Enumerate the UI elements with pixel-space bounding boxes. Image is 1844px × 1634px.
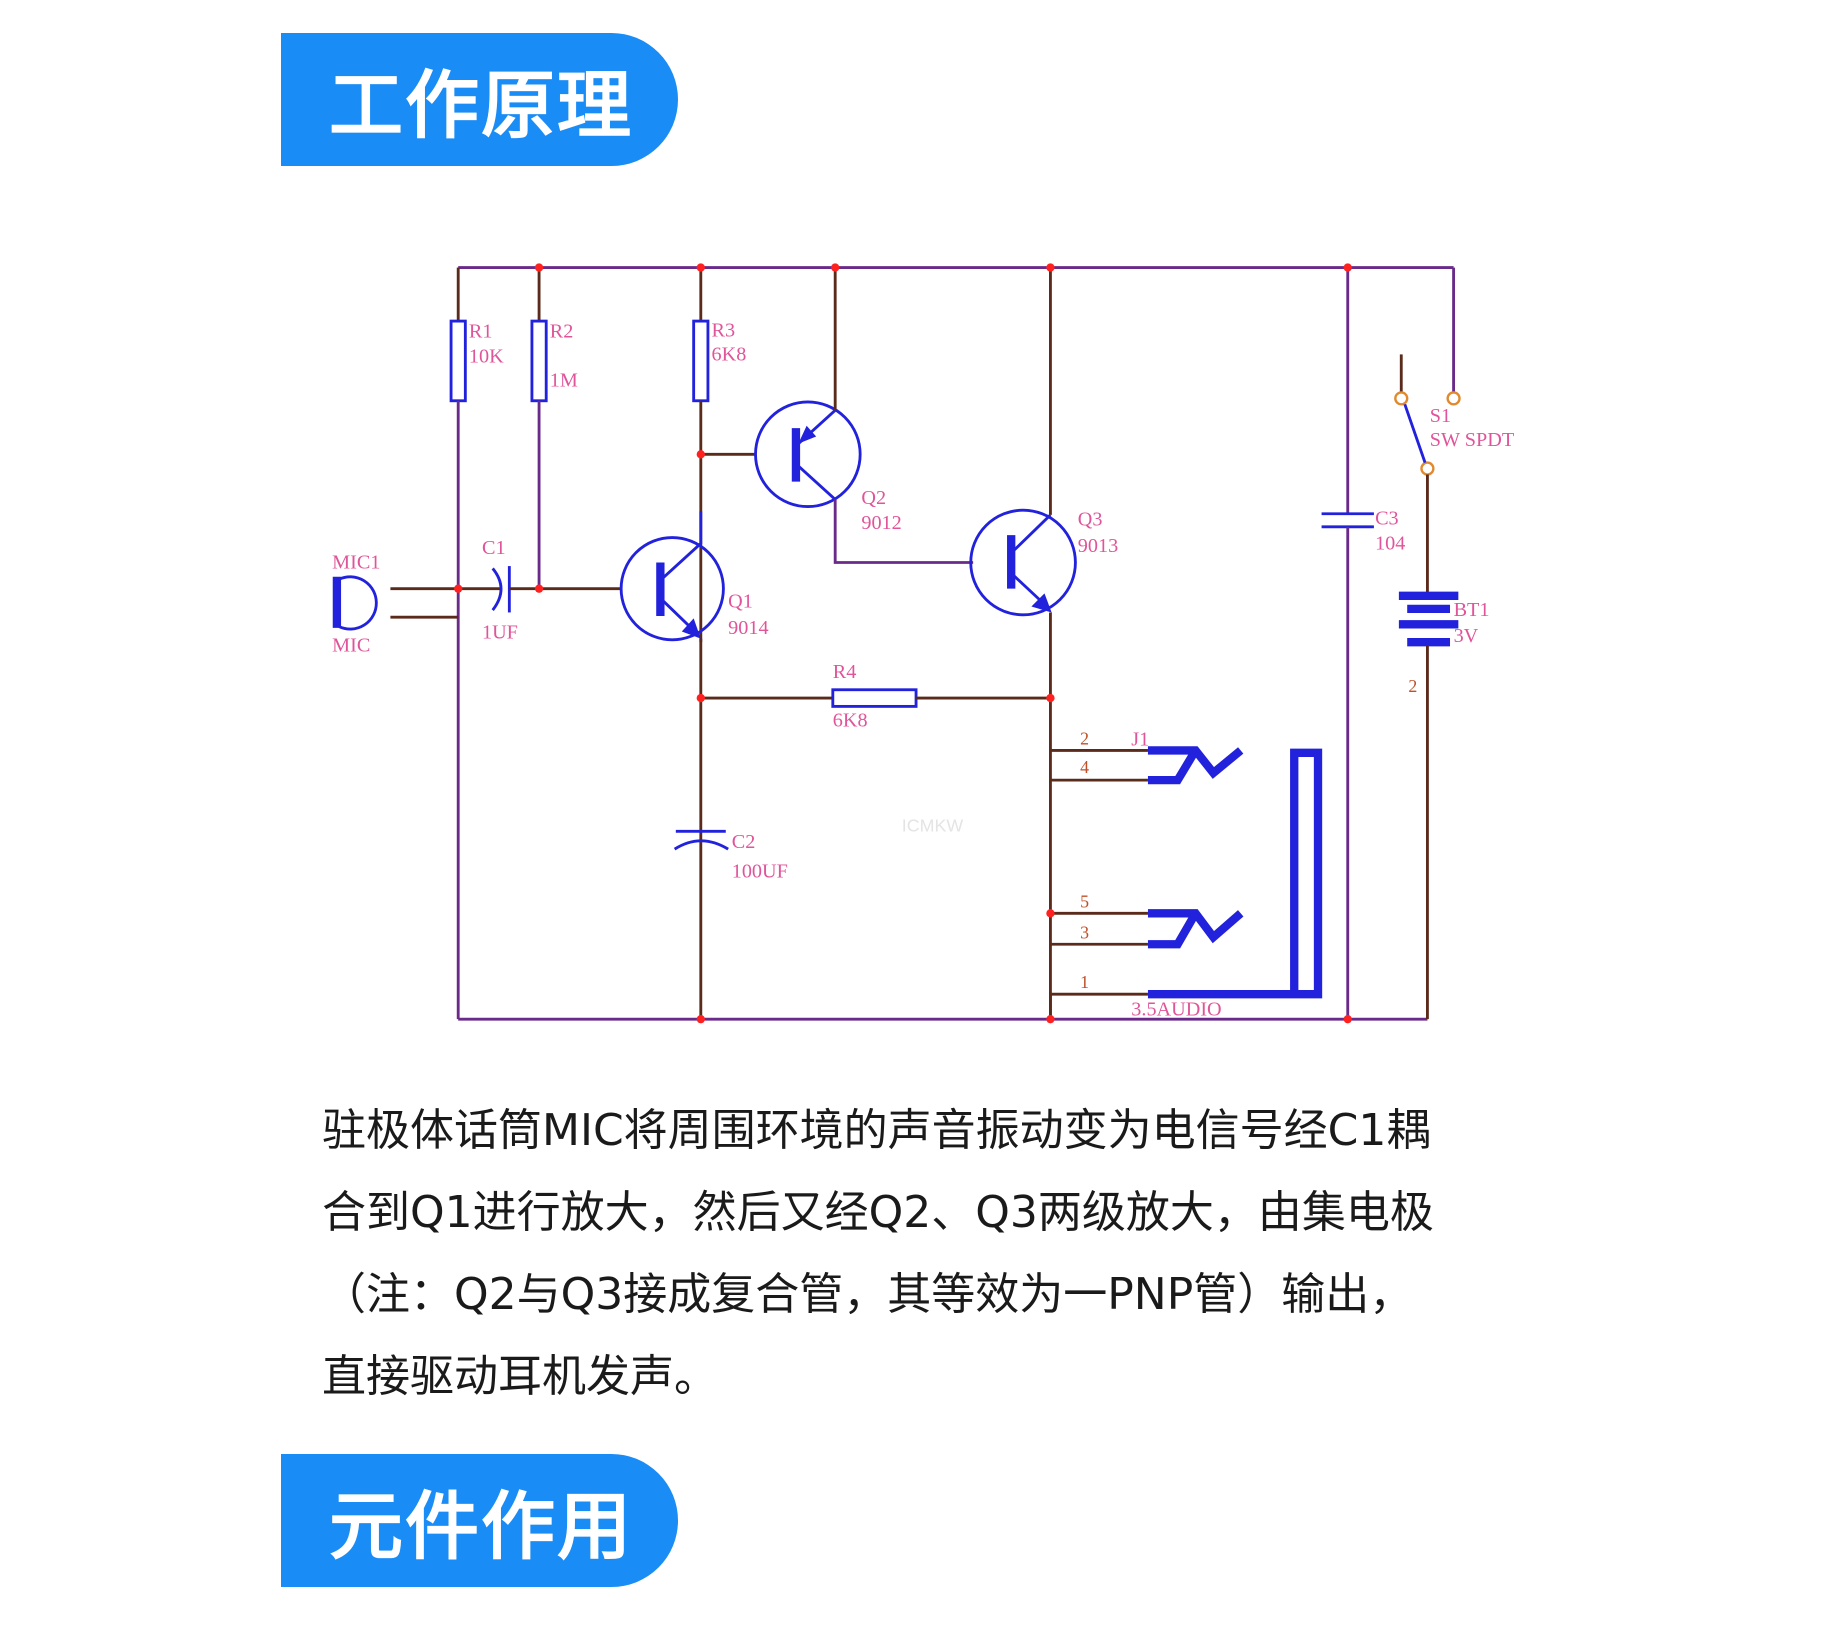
r4-ref-label: R4	[833, 661, 857, 683]
c3-ref-label: C3	[1375, 507, 1399, 529]
s1-terminal-right	[1446, 391, 1461, 406]
j1-upper-contact	[1147, 746, 1244, 785]
q1-value-label: 9014	[728, 617, 768, 639]
q2-collector-wire	[833, 499, 974, 564]
c2-capacitor-curved-plate	[673, 839, 729, 851]
bt1-value-label: 3V	[1454, 625, 1479, 647]
q2-ref-label: Q2	[861, 487, 886, 509]
j1-pin-2-label: 2	[1080, 728, 1089, 748]
s1-switch-lever	[1403, 403, 1427, 464]
q3-emitter-arrow	[1031, 593, 1052, 613]
section-banner-component-functions: 元件作用	[281, 1454, 678, 1587]
j1-ref-label: J1	[1131, 729, 1149, 751]
bt1-ref-label: BT1	[1454, 599, 1490, 621]
q1-collector	[659, 511, 703, 582]
bt1-battery-icon	[1398, 591, 1459, 647]
paragraph-line: 合到Q1进行放大，然后又经Q2、Q3两级放大，由集电极	[322, 1187, 1434, 1238]
s1-terminal-common	[1420, 461, 1435, 476]
q1-transistor-circle	[619, 536, 725, 642]
r2-resistor	[530, 319, 548, 403]
r2-value-label: 1M	[550, 369, 578, 391]
q3-transistor-circle	[969, 508, 1077, 617]
j1-pin-4-label: 4	[1080, 757, 1089, 777]
working-principle-paragraph: 驻极体话筒MIC将周围环境的声音振动变为电信号经C1耦 合到Q1进行放大，然后又…	[322, 1090, 1622, 1418]
c1-ref-label: C1	[482, 537, 506, 559]
q2-value-label: 9012	[861, 512, 901, 534]
q1-ref-label: Q1	[728, 591, 753, 613]
junction-dots	[454, 263, 1352, 1024]
j1-sleeve	[1147, 748, 1323, 999]
q3-value-label: 9013	[1078, 535, 1118, 557]
section-title: 工作原理	[329, 63, 633, 149]
j1-pin1-wire	[1049, 992, 1148, 1020]
c1-capacitor-curved-plate	[491, 567, 503, 611]
r1-resistor	[449, 319, 467, 403]
s1-ref-label: S1	[1430, 405, 1451, 427]
q3-collector	[1010, 513, 1052, 555]
c3-capacitor-plates	[1321, 512, 1374, 529]
c3-value-label: 104	[1375, 532, 1405, 554]
r4-resistor	[831, 688, 918, 708]
r1-ref-label: R1	[469, 321, 493, 343]
q1-emitter-arrow	[681, 618, 701, 639]
section-title: 元件作用	[329, 1484, 633, 1570]
j1-pin-1-label: 1	[1080, 972, 1089, 992]
r2-ref-label: R2	[550, 321, 574, 343]
q2-collector	[794, 462, 837, 501]
mic-ref-label: MIC1	[332, 551, 380, 573]
paragraph-line: （注：Q2与Q3接成复合管，其等效为一PNP管）输出，	[322, 1269, 1414, 1320]
r3-value-label: 6K8	[712, 343, 747, 365]
mic-icon-body	[338, 575, 378, 631]
watermark: ICMKW	[902, 815, 964, 835]
j1-pin-5-label: 5	[1080, 891, 1089, 911]
c1-value-label: 1UF	[482, 622, 518, 644]
c2-value-label: 100UF	[732, 861, 788, 883]
r3-ref-label: R3	[712, 320, 736, 342]
s1-terminal-left	[1394, 391, 1409, 406]
mic-value-label: MIC	[332, 635, 370, 657]
bt1-pin-label: 2	[1408, 676, 1417, 696]
q3-ref-label: Q3	[1078, 509, 1103, 531]
q2-emitter-arrow	[798, 425, 817, 444]
r3-resistor	[692, 319, 710, 403]
c2-ref-label: C2	[732, 831, 756, 853]
paragraph-line: 驻极体话筒MIC将周围环境的声音振动变为电信号经C1耦	[322, 1105, 1431, 1156]
j1-pin-3-label: 3	[1080, 922, 1089, 942]
j1-value-label: 3.5AUDIO	[1131, 999, 1221, 1021]
section-banner-working-principle: 工作原理	[281, 33, 678, 166]
paragraph-line: 直接驱动耳机发声。	[322, 1351, 718, 1402]
j1-lower-contact	[1147, 909, 1244, 949]
r1-value-label: 10K	[469, 346, 504, 368]
q2-transistor-circle	[754, 400, 862, 509]
s1-value-label: SW SPDT	[1430, 429, 1514, 451]
r4-value-label: 6K8	[833, 710, 868, 732]
